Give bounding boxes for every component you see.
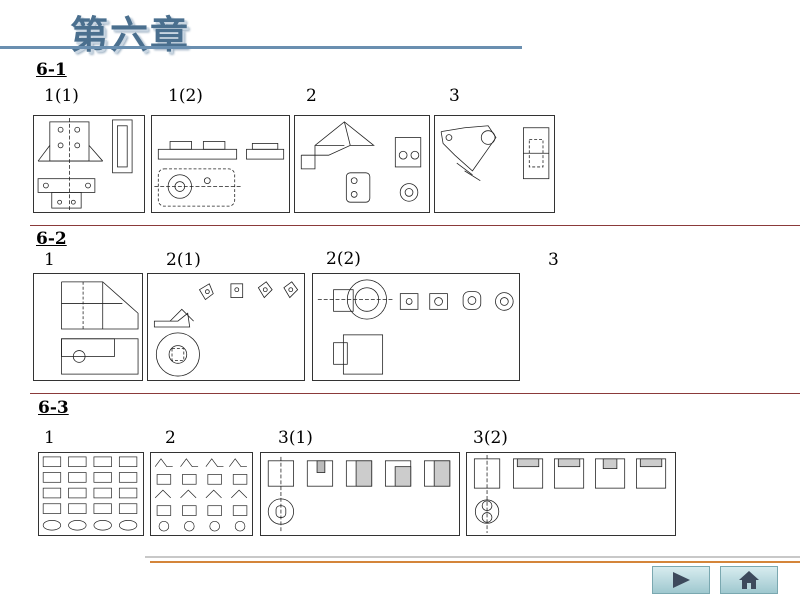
home-icon: [739, 571, 759, 589]
drawing-thumbnail-6-1-1-1[interactable]: [33, 115, 145, 213]
item-label: 1: [44, 428, 55, 448]
drawing-thumbnail-6-2-2-2[interactable]: [312, 273, 520, 381]
item-label: 3(2): [473, 428, 508, 448]
item-label: 2: [306, 86, 317, 106]
drawing-thumbnail-6-3-3-2[interactable]: [466, 452, 676, 536]
next-slide-button[interactable]: [652, 566, 710, 594]
item-label: 1(1): [44, 86, 79, 106]
item-label: 1(2): [168, 86, 203, 106]
item-label: 3(1): [278, 428, 313, 448]
section-label-6-3: 6-3: [38, 398, 69, 418]
item-label: 2: [165, 428, 176, 448]
drawing-thumbnail-6-2-2-1[interactable]: [147, 273, 305, 381]
drawing-thumbnail-6-3-3-1[interactable]: [260, 452, 460, 536]
section-label-6-2: 6-2: [36, 229, 67, 249]
item-label: 2(1): [166, 250, 201, 270]
section-label-6-1: 6-1: [36, 60, 67, 80]
drawing-thumbnail-6-1-1-2[interactable]: [151, 115, 290, 213]
drawing-thumbnail-6-2-1[interactable]: [33, 273, 143, 381]
home-button[interactable]: [720, 566, 778, 594]
item-label: 1: [44, 250, 55, 270]
item-label: 2(2): [326, 249, 361, 269]
drawing-thumbnail-6-1-3[interactable]: [434, 115, 555, 213]
item-label: 3: [548, 250, 559, 270]
footer-line: [145, 556, 800, 558]
page-title: 第六章: [70, 13, 191, 57]
drawing-thumbnail-6-3-1[interactable]: [38, 452, 144, 536]
title-underline: [0, 46, 522, 49]
play-arrow-icon: [673, 572, 690, 588]
section-divider: [30, 393, 800, 394]
footer-accent-line: [150, 561, 800, 563]
drawing-thumbnail-6-3-2[interactable]: [150, 452, 253, 536]
drawing-thumbnail-6-1-2[interactable]: [294, 115, 430, 213]
item-label: 3: [449, 86, 460, 106]
section-divider: [30, 225, 800, 226]
